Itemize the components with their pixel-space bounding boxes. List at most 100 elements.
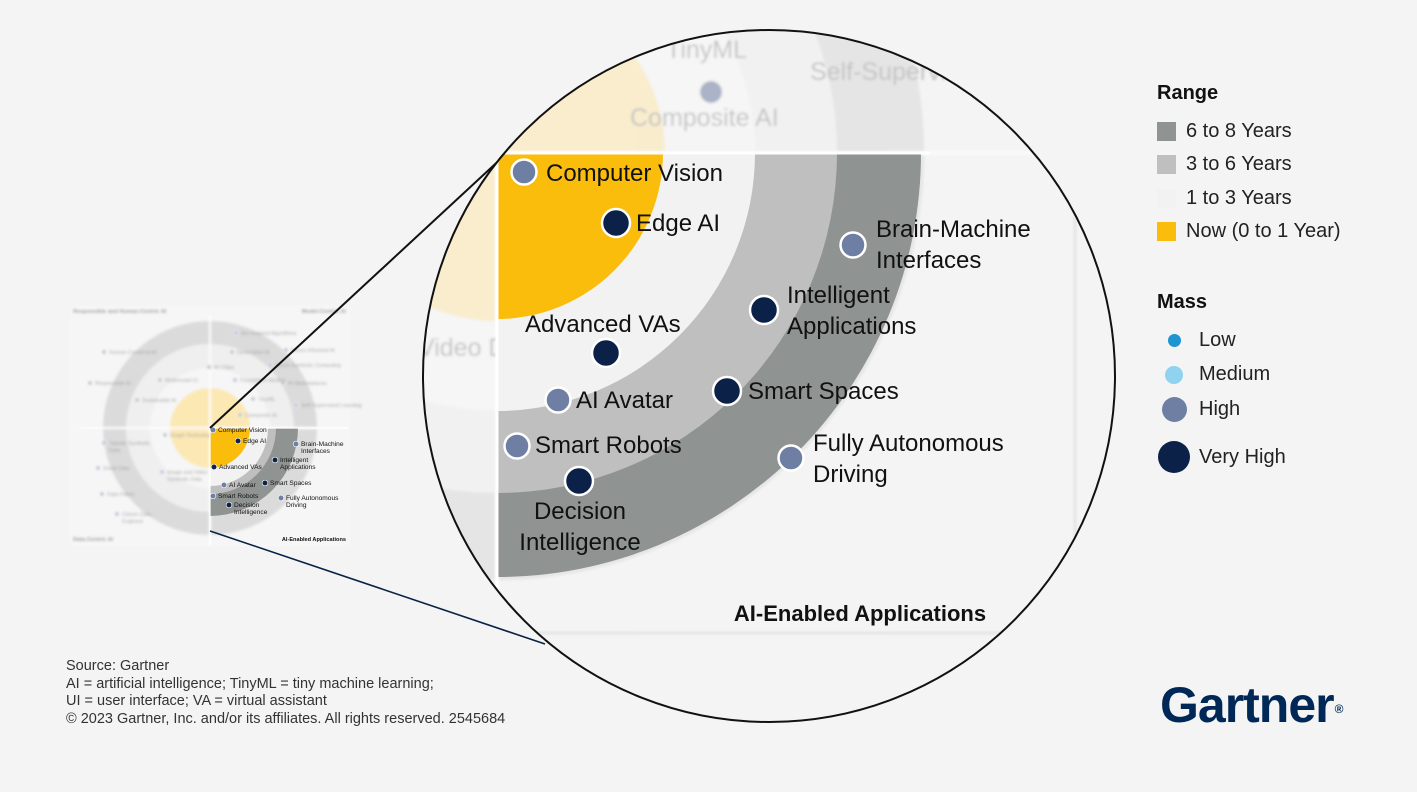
edge-ai-mini-label: Edge AI [243,438,266,445]
multimodal-ui-mini-marker [157,377,163,383]
smart-robots-marker [503,432,531,460]
small-data-mini-marker [95,465,101,471]
responsible-ai-mini-label: Responsible AI [95,381,131,387]
logo-text: Gartner [1160,677,1335,733]
computer-vision-label: Computer Vision [546,160,723,187]
mass-label: Low [1199,329,1236,351]
footnote-line: Source: Gartner [66,658,170,674]
neuro-informed-ai-mini-marker [283,347,289,353]
footnote-line: AI = artificial intelligence; TinyML = t… [66,675,434,692]
smart-spaces-mini-label: Smart Spaces [270,480,312,487]
smart-robots-mini-label: Smart Robots [218,493,259,500]
source-footnote: Source: Gartner AI = artificial intellig… [66,658,505,728]
tabular-synthetic-data-mini-marker [101,440,107,446]
mass-dot-high [1161,397,1187,422]
tabular-synthetic-data-mini-label: Tabular Synthetic [109,441,151,447]
brain-machine-interfaces-mini-marker [292,440,300,448]
generative-ai-mini-label: Generative AI [237,350,270,356]
faded-label: Composite AI [630,104,779,132]
intelligent-applications-label: Intelligent [787,282,890,309]
edge-ai-marker [600,207,632,239]
human-centered-ai-mini-label: Human-Centered AI [109,350,157,356]
range-swatch [1157,189,1176,208]
graph-technologies-mini-label: Graph Technologies [170,433,218,439]
fully-autonomous-driving-mini-marker [277,494,285,502]
foundation-models-mini-marker [232,377,238,383]
decision-intelligence-mini-label: Decision [234,502,260,509]
range-label: Now (0 to 1 Year) [1186,220,1341,242]
mass-label: Medium [1199,363,1271,385]
mass-item-medium: Medium [1157,363,1270,386]
fully-autonomous-driving-label: Fully Autonomous [813,430,1004,457]
self-supervised-learning-mini-label: Self-Supervised Learning [301,403,362,409]
advanced-vas-mini-marker [210,463,218,471]
overview-quadrant-title: Model-Centric AI [302,309,347,315]
mass-dot-low [1167,334,1181,347]
image-and-video-synthetic-data-mini-marker [159,469,165,475]
ai-avatar-mini-marker [220,481,228,489]
tinyml-mini-marker [250,396,256,402]
edge-ai-label: Edge AI [636,210,720,237]
image-and-video-synthetic-data-mini-label: Synthetic Data [167,477,202,483]
multimodal-ui-mini-label: Multimodal UI [165,378,198,384]
ai-marketplaces-mini-marker [280,380,286,386]
bio-inspired-algorithms-mini-marker [233,330,239,336]
ai-avatar-mini-label: AI Avatar [229,482,256,489]
data-fabric-mini-marker [99,491,105,497]
ai-chips-mini-label: AI Chips [214,365,235,371]
fully-autonomous-driving-mini-label: Fully Autonomous [286,495,339,502]
neuro-symbolic-computing-mini-label: Neuro-Symbolic Computing [275,363,341,369]
smart-robots-mini-marker [209,492,217,500]
intelligent-applications-mini-marker [271,456,279,464]
decision-intelligence-label: Decision [534,498,626,525]
human-centered-ai-mini-marker [101,349,107,355]
mass-label: High [1199,398,1241,420]
brain-machine-interfaces-mini-label: Brain-Machine [301,441,344,448]
citizen-data-engineer-mini-label: Citizen Data [122,512,151,518]
advanced-vas-mini-label: Advanced VAs [219,464,262,471]
graph-technologies-mini-marker [162,432,168,438]
footnote-line: © 2023 Gartner, Inc. and/or its affiliat… [66,710,506,727]
advanced-vas-label: Advanced VAs [525,311,681,338]
range-swatch [1157,122,1176,141]
foundation-models-mini-label: Foundation Models [240,378,286,384]
range-swatch [1157,222,1176,241]
range-legend: Range 6 to 8 Years 3 to 6 Years 1 to 3 Y… [1157,82,1341,242]
fully-autonomous-driving-label: Driving [813,461,888,488]
mass-label: Very High [1199,445,1286,468]
range-label: 1 to 3 Years [1186,187,1292,209]
brain-machine-interfaces-mini-label: Interfaces [301,448,331,455]
smart-robots-label: Smart Robots [535,432,682,459]
advanced-vas-marker [590,337,622,369]
decision-intelligence-marker [563,465,595,497]
data-fabric-mini-label: Data Fabric [107,492,135,498]
tabular-synthetic-data-mini-label: Data [109,448,120,454]
composite-ai-mini-marker [237,412,243,418]
ai-avatar-marker [544,386,572,414]
range-item-now: Now (0 to 1 Year) [1157,220,1341,243]
range-label: 3 to 6 Years [1186,153,1292,175]
intelligent-applications-marker [748,294,780,326]
mass-dot-medium [1165,365,1183,384]
ai-chips-mini-marker [206,364,212,370]
smart-spaces-marker [711,375,743,407]
mass-item-very-high: Very High [1157,441,1286,473]
mass-legend-title: Mass [1157,291,1208,313]
faded-label: TinyML [666,36,747,64]
brain-machine-interfaces-label: Interfaces [876,247,981,274]
zoom-connector-bottom [209,530,546,645]
ai-avatar-label: AI Avatar [576,387,673,414]
fully-autonomous-driving-marker [777,444,805,472]
mass-dot-very-high [1158,441,1190,473]
small-data-mini-label: Small Data [103,466,129,472]
range-label: 6 to 8 Years [1186,120,1292,142]
mass-item-low: Low [1157,329,1236,352]
overview-quadrant-title: Data-Centric AI [73,537,114,543]
computer-vision-marker [510,158,538,186]
bio-inspired-algorithms-mini-label: Bio-Inspired Algorithms [241,331,297,337]
citizen-data-engineer-mini-label: Engineer [122,519,144,525]
computer-vision-mini-label: Computer Vision [218,427,267,434]
mass-item-high: High [1157,397,1240,422]
footnote-line: UI = user interface; VA = virtual assist… [66,693,327,709]
